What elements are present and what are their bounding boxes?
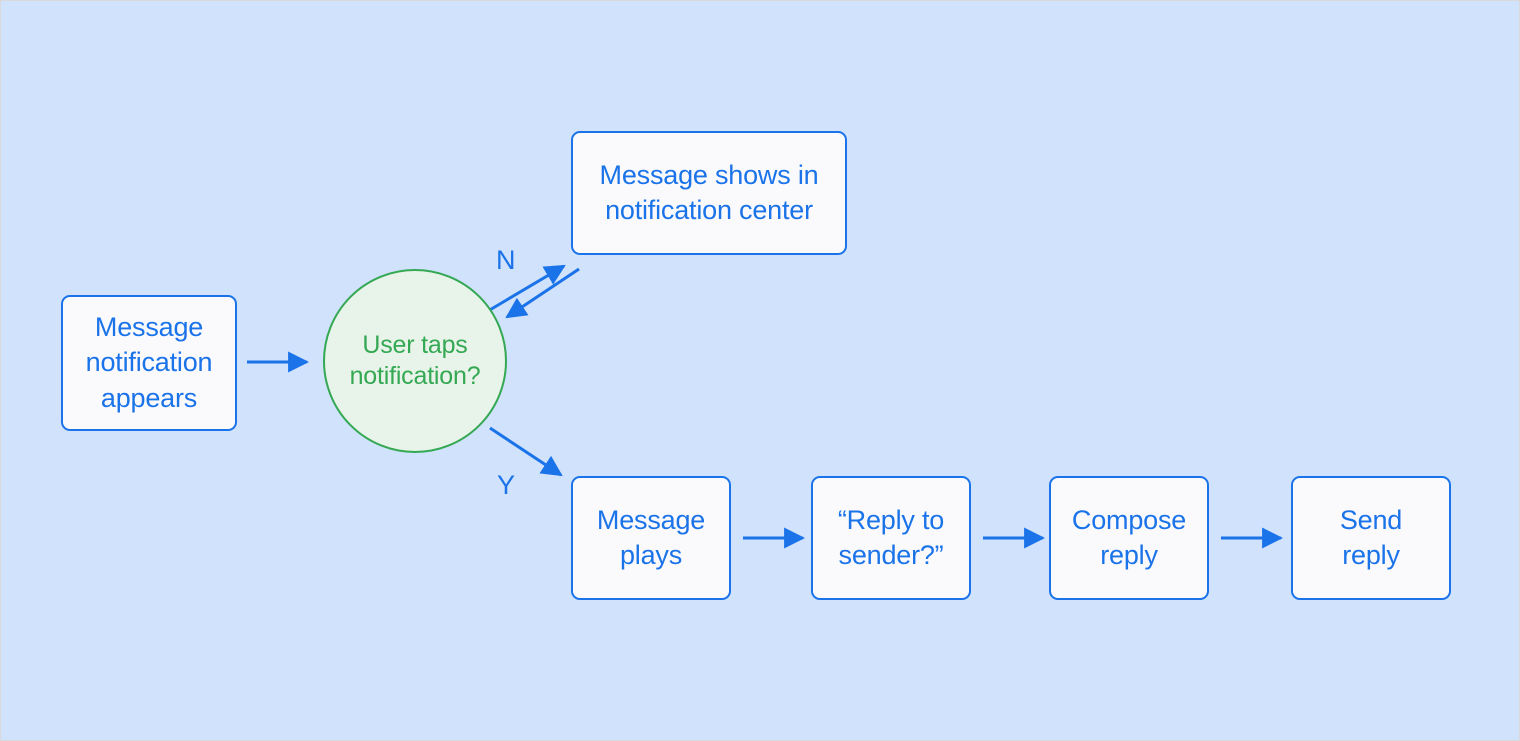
node-reply-to-sender[interactable]: “Reply to sender?” — [811, 476, 971, 600]
node-label: “Reply to sender?” — [837, 504, 945, 570]
node-user-taps-notification[interactable]: User taps notification? — [323, 269, 507, 453]
edge-label-yes: Y — [497, 470, 516, 500]
node-label: Message notification appears — [85, 311, 213, 413]
edge-notification-center-to-decision — [505, 267, 580, 319]
edge-decision-to-message-plays — [489, 426, 563, 477]
node-send-reply[interactable]: Send reply — [1291, 476, 1451, 600]
node-label: Compose reply — [1071, 504, 1187, 570]
node-message-shows-in-notification-center[interactable]: Message shows in notification center — [571, 131, 847, 255]
node-message-notification-appears[interactable]: Message notification appears — [61, 295, 237, 431]
node-label: Message shows in notification center — [599, 159, 819, 225]
node-label: Message plays — [596, 504, 706, 570]
node-label: Send reply — [1339, 504, 1403, 570]
node-compose-reply[interactable]: Compose reply — [1049, 476, 1209, 600]
node-message-plays[interactable]: Message plays — [571, 476, 731, 600]
edge-label-no: N — [496, 245, 516, 275]
node-label: User taps notification? — [349, 331, 481, 390]
